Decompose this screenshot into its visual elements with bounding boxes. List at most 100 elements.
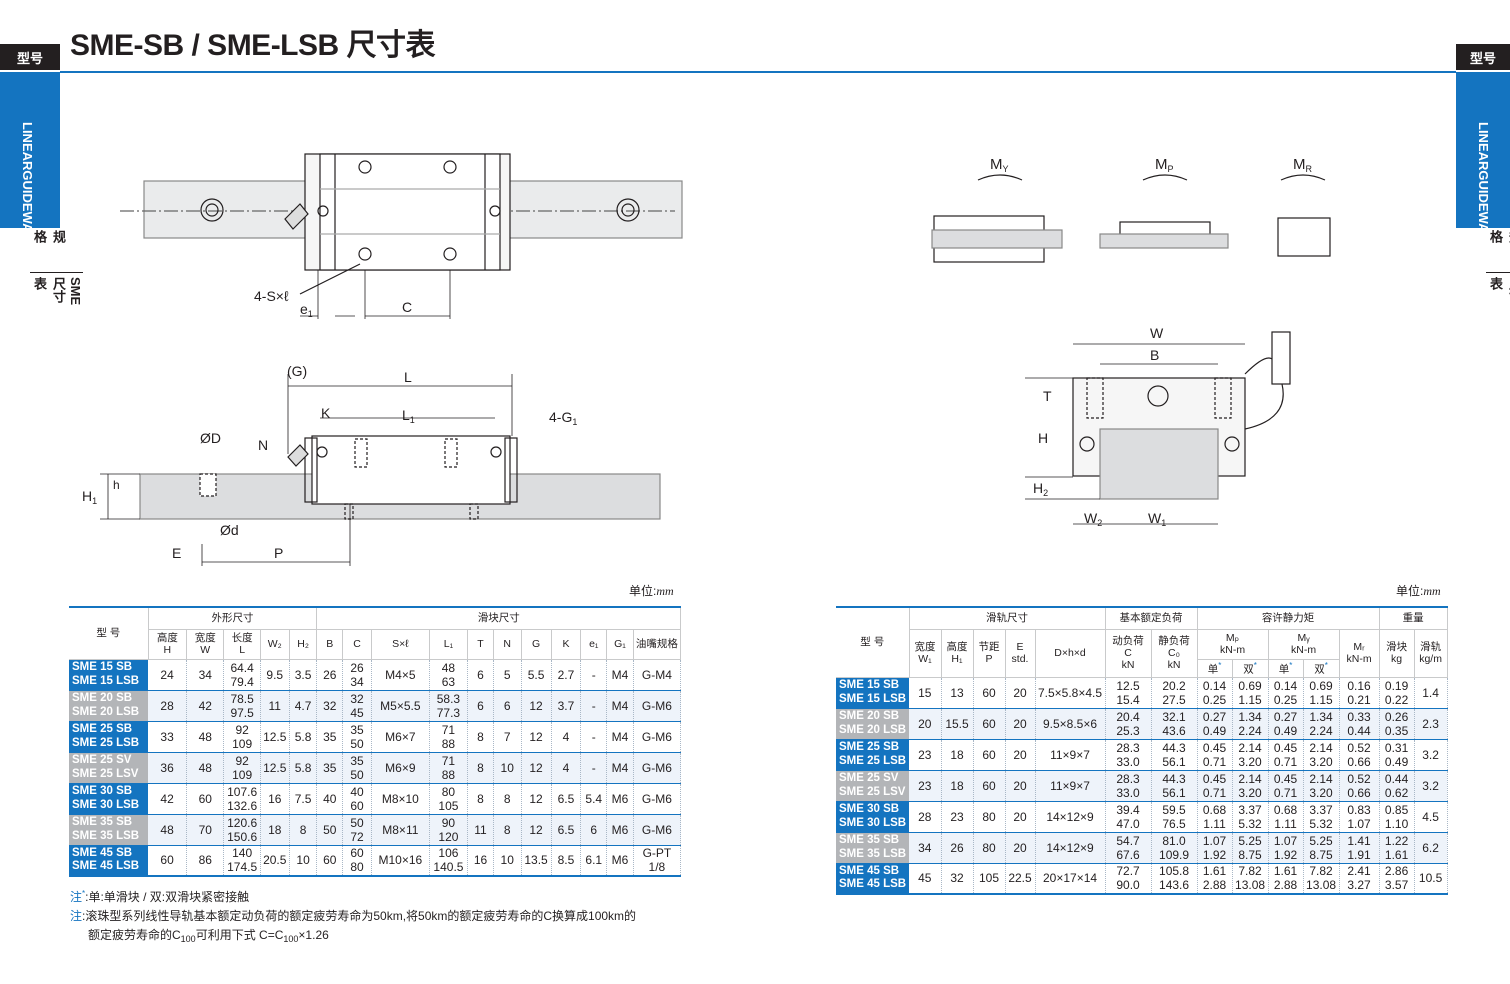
data-cell: 26 [941,832,974,863]
cell-value: 72.7 [1116,864,1140,879]
cell-value: 33.0 [1116,785,1140,800]
cell-value: SME 25 SB [839,741,900,753]
cell-value: SME 30 SB [72,785,133,797]
data-cell: 14×12×9 [1035,801,1106,832]
cell-value: 2.24 [1309,723,1333,738]
data-cell: 60 [973,739,1006,770]
data-cell: 6.5 [551,783,582,814]
label-p: P [274,545,284,561]
cell-value: 28.3 [1116,740,1140,755]
header-basic-load: 基本额定负荷 [1105,607,1198,630]
note-single-double: 注*:单:单滑块 / 双:双滑块紧密接触 [70,889,250,904]
data-cell: 12 [521,752,552,783]
data-cell: 2.7 [551,659,582,690]
cell-value: 3.20 [1309,785,1333,800]
data-cell: 12 [521,814,552,845]
data-cell: M6 [606,814,634,845]
data-cell: 3.5 [289,659,318,690]
header-outer-dimensions: 外形尺寸 [148,607,318,630]
cell-value: SME 15 SB [839,679,900,691]
cell-value: 0.22 [1384,692,1409,707]
data-cell: 20.5 [260,845,290,876]
cell-value: 59.5 [1162,802,1186,817]
cell-value: 39.4 [1116,802,1140,817]
cell-value: 50 [350,767,364,782]
cell-value: 8.75 [1309,847,1333,862]
side-tab-right[interactable]: LINEARGUIDEWAY [1456,72,1510,240]
cell-value: 1.10 [1384,816,1409,831]
data-cell: G-M6 [633,814,682,845]
side-tab-label: LINEARGUIDEWAY [20,122,35,240]
data-cell: G-M6 [633,721,682,752]
cell-value: SME 30 LSB [839,816,907,829]
data-cell: 32 [941,863,974,894]
data-cell: 4 [551,752,582,783]
data-cell: 10.5 [1414,863,1448,894]
data-cell: 48 [148,814,188,845]
cell-value: 13.08 [1306,878,1337,893]
cell-value: 32 [350,691,364,706]
cell-value: 20.4 [1116,709,1140,724]
cell-value: 50 [350,736,364,751]
cell-value: 0.45 [1202,740,1227,755]
data-cell: 20 [1005,832,1036,863]
column-header: N [493,629,522,660]
cell-value: 71 [441,722,456,737]
data-cell: - [580,721,608,752]
cell-value: 0.71 [1202,754,1227,769]
cell-value: 54.7 [1116,833,1140,848]
side-tab-left[interactable]: LINEARGUIDEWAY [0,72,60,240]
data-cell: 23 [941,801,974,832]
cell-value: SME 25 LSV [72,767,139,780]
cell-value: 88 [441,736,456,751]
data-cell: 20 [909,708,942,739]
cell-value: 1.15 [1309,692,1333,707]
cell-value: 43.6 [1162,723,1186,738]
cell-value: 5.32 [1309,816,1333,831]
header-static-moment: 容许静力矩 [1197,607,1380,630]
cell-value: 64.4 [230,660,254,675]
data-cell: 16 [260,783,290,814]
data-cell: M6 [606,783,634,814]
data-cell: G-PT 1/8 [633,845,682,876]
cell-value: 1.15 [1238,692,1262,707]
data-cell: 20 [1005,770,1036,801]
data-cell: 1.4 [1414,677,1448,708]
data-cell: 11×9×7 [1035,770,1106,801]
cell-value: 32.1 [1162,709,1186,724]
data-cell: M4 [606,752,634,783]
data-cell: 8 [493,783,522,814]
label-h2: H2 [1033,480,1049,498]
data-cell: M8×11 [371,814,430,845]
cell-value: 13.08 [1235,878,1266,893]
cell-value: SME 35 SB [72,816,133,828]
side-subtab-b: SME尺寸表 [30,272,83,305]
data-cell: 34 [186,659,225,690]
cell-value: 3.57 [1384,878,1409,893]
data-cell: M4 [606,721,634,752]
